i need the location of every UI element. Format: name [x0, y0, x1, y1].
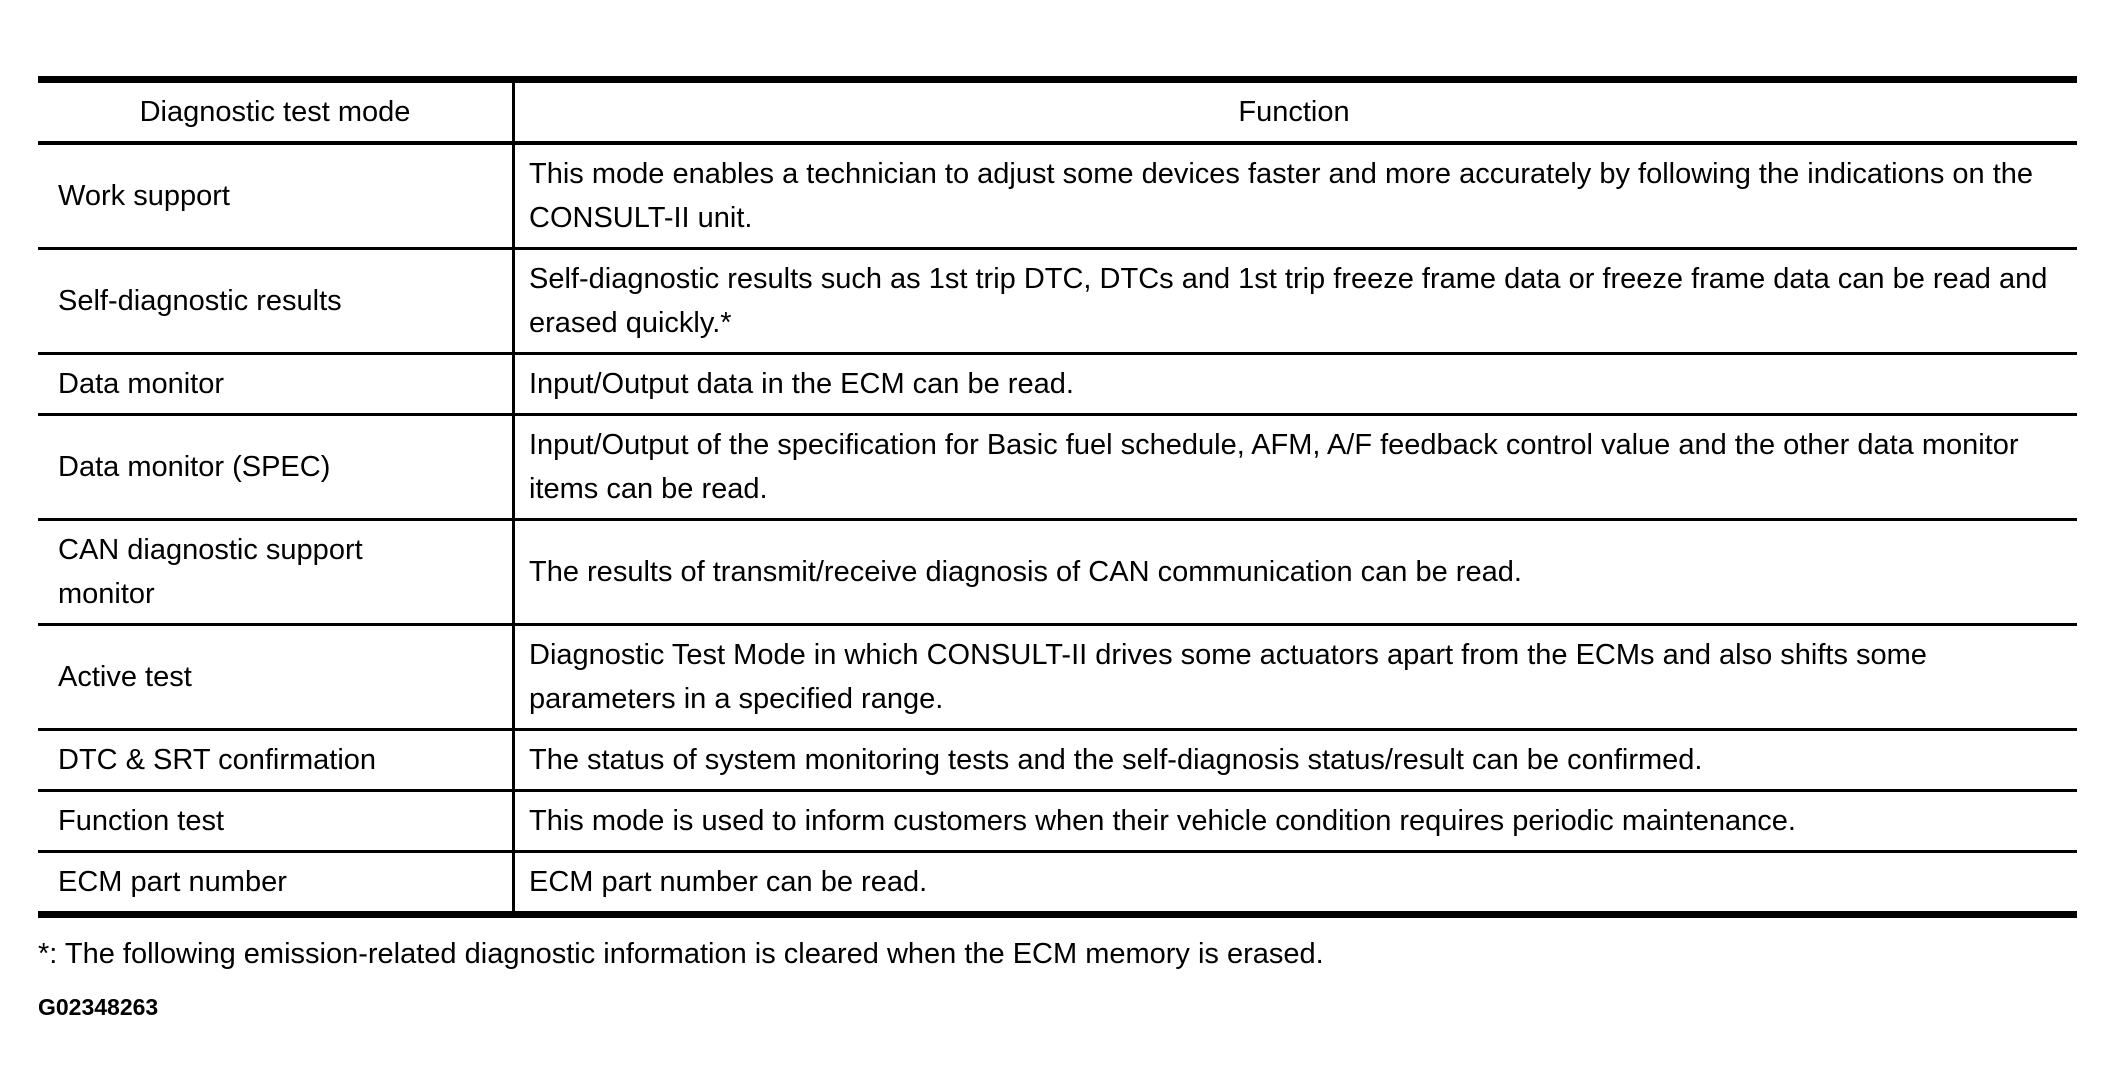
mode-cell: CAN diagnostic support monitor	[58, 534, 363, 610]
table-row: Self-diagnostic results Self-diagnostic …	[38, 250, 2077, 355]
table-row: Data monitor (SPEC) Input/Output of the …	[38, 416, 2077, 521]
table-header-row: Diagnostic test mode Function	[38, 83, 2077, 145]
function-cell: This mode is used to inform customers wh…	[512, 792, 2077, 850]
table-row: ECM part number ECM part number can be r…	[38, 853, 2077, 911]
mode-cell: Self-diagnostic results	[58, 285, 342, 317]
function-cell: Self-diagnostic results such as 1st trip…	[512, 250, 2077, 352]
mode-cell: Active test	[58, 661, 192, 693]
table-row: Function test This mode is used to infor…	[38, 792, 2077, 853]
figure-id: G02348263	[38, 994, 159, 1020]
mode-cell: Data monitor (SPEC)	[58, 451, 331, 483]
header-diagnostic-test-mode: Diagnostic test mode	[139, 96, 411, 128]
function-cell: This mode enables a technician to adjust…	[512, 145, 2077, 247]
mode-cell: ECM part number	[58, 866, 287, 898]
header-function: Function	[512, 83, 2077, 141]
table-row: DTC & SRT confirmation The status of sys…	[38, 731, 2077, 792]
diagnostic-test-mode-table: Diagnostic test mode Function Work suppo…	[38, 76, 2077, 918]
footnote: *: The following emission-related diagno…	[38, 938, 1324, 970]
function-cell: Input/Output data in the ECM can be read…	[512, 355, 2077, 413]
mode-cell: DTC & SRT confirmation	[58, 744, 377, 776]
mode-cell: Function test	[58, 805, 225, 837]
mode-cell: Work support	[58, 180, 230, 212]
function-cell: The results of transmit/receive diagnosi…	[512, 521, 2077, 623]
table-row: Work support This mode enables a technic…	[38, 145, 2077, 250]
function-cell: Diagnostic Test Mode in which CONSULT-II…	[512, 626, 2077, 728]
function-cell: Input/Output of the specification for Ba…	[512, 416, 2077, 518]
table-row: Active test Diagnostic Test Mode in whic…	[38, 626, 2077, 731]
table-row: CAN diagnostic support monitor The resul…	[38, 521, 2077, 626]
document-content: Diagnostic test mode Function Work suppo…	[38, 76, 2077, 1021]
table-row: Data monitor Input/Output data in the EC…	[38, 355, 2077, 416]
mode-cell: Data monitor	[58, 368, 225, 400]
function-cell: ECM part number can be read.	[512, 853, 2077, 911]
function-cell: The status of system monitoring tests an…	[512, 731, 2077, 789]
